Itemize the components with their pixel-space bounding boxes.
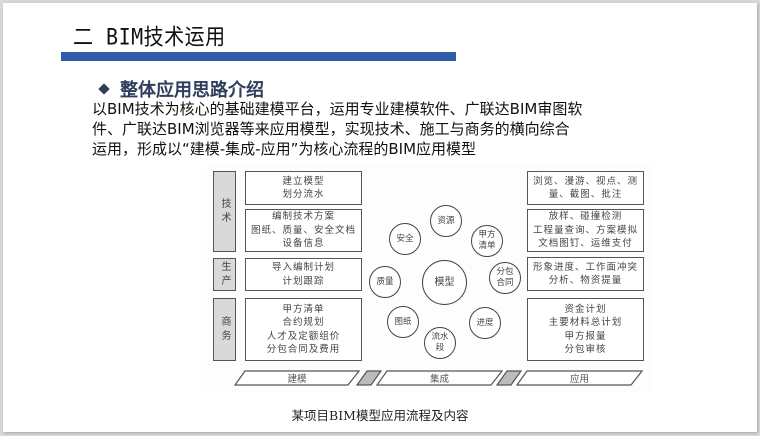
box-line: 计划跟踪 <box>282 275 325 287</box>
finance-plan-box: 资金计划 主要材料总计划 甲方报量 分包审核 <box>527 298 644 361</box>
progress-analysis-box: 形象进度、工作面冲突 分析、物资提量 <box>527 257 644 291</box>
node-label: 甲方 <box>478 230 496 240</box>
box-line: 甲方清单 <box>282 303 325 315</box>
diagram-caption: 某项目BIM模型应用流程及内容 <box>291 408 469 423</box>
box-line: 编制技术方案 <box>271 211 335 223</box>
step-connector-2 <box>496 370 522 386</box>
box-line: 浏览、漫游、视点、测 <box>532 175 638 187</box>
box-line: 分析、物资提量 <box>548 275 623 286</box>
node-label: 资源 <box>437 215 455 226</box>
box-line: 合约规划 <box>282 317 325 328</box>
category-technology: 技术 <box>213 171 236 252</box>
box-line: 甲方报量 <box>564 330 607 342</box>
model-center-node: 模型 <box>422 260 467 305</box>
node-label: 分包 <box>496 267 514 277</box>
node-label: 图纸 <box>394 316 412 327</box>
box-line: 分包合同及费用 <box>266 344 341 355</box>
slide-title: 二 BIM技术运用 <box>73 23 226 50</box>
intro-line: 以BIM技术为核心的基础建模平台，运用专业建模软件、广联达BIM审图软 <box>92 100 583 118</box>
node-label: 段 <box>435 343 445 353</box>
box-line: 文档图钉、运维支付 <box>538 238 633 250</box>
title-accent-bar <box>61 52 456 61</box>
schedule-box: 导入编制计划 计划跟踪 <box>245 258 362 291</box>
box-line: 分包审核 <box>564 344 607 355</box>
step-label: 建模 <box>287 374 307 385</box>
box-line: 形象进度、工作面冲突 <box>532 261 638 273</box>
box-line: 工程量查询、方案模拟 <box>532 224 638 236</box>
step-label: 应用 <box>569 374 589 385</box>
node-label: 质量 <box>376 276 394 287</box>
node-drawings: 图纸 <box>387 306 419 338</box>
connector-shape <box>496 370 522 386</box>
section-heading-text: 整体应用思路介绍 <box>120 80 264 101</box>
box-line: 资金计划 <box>564 303 607 315</box>
category-commerce: 商务 <box>213 298 236 361</box>
node-progress: 进度 <box>469 307 501 339</box>
box-line: 主要材料总计划 <box>548 317 623 328</box>
box-line: 设备信息 <box>282 238 325 250</box>
section-heading: 整体应用思路介绍 <box>97 76 264 102</box>
diamond-bullet-icon <box>98 83 110 95</box>
node-label: 合同 <box>496 278 514 288</box>
box-line: 建立模型 <box>282 175 325 187</box>
box-line: 人才及定额组价 <box>266 330 341 342</box>
step-connector-1 <box>356 370 382 386</box>
node-quality: 质量 <box>369 266 401 298</box>
intro-paragraph: 以BIM技术为核心的基础建模平台，运用专业建模软件、广联达BIM审图软 件、广联… <box>92 99 652 159</box>
parallelogram-shape <box>376 370 503 386</box>
commerce-input-box: 甲方清单 合约规划 人才及定额组价 分包合同及费用 <box>245 298 362 361</box>
browse-box: 浏览、漫游、视点、测 量、截图、批注 <box>527 171 644 205</box>
intro-line: 运用，形成以“建模-集成-应用”为核心流程的BIM应用模型 <box>92 140 477 158</box>
intro-line: 件、广联达BIM浏览器等来应用模型，实现技术、施工与商务的横向综合 <box>92 120 570 138</box>
box-line: 量、截图、批注 <box>548 189 623 200</box>
step-modeling: 建模 <box>234 370 360 386</box>
box-line: 放样、碰撞检测 <box>548 211 623 223</box>
node-label: 进度 <box>476 317 494 328</box>
connector-shape <box>356 370 382 386</box>
modeling-box: 建立模型 划分流水 <box>245 171 362 205</box>
step-integration: 集成 <box>376 370 503 386</box>
node-label: 清单 <box>478 241 496 251</box>
parallelogram-shape <box>234 370 360 386</box>
node-label: 流水 <box>431 332 449 342</box>
node-label: 安全 <box>396 233 414 244</box>
step-label: 集成 <box>429 374 449 385</box>
box-line: 导入编制计划 <box>271 262 335 273</box>
parallelogram-shape <box>516 370 643 386</box>
step-application: 应用 <box>516 370 643 386</box>
node-owner-bill: 甲方 清单 <box>471 225 503 257</box>
box-line: 图纸、质量、安全文档 <box>250 224 356 236</box>
box-line: 划分流水 <box>282 189 325 200</box>
node-flow-section: 流水 段 <box>424 327 456 359</box>
tech-plan-box: 编制技术方案 图纸、质量、安全文档 设备信息 <box>245 209 362 252</box>
clash-detection-box: 放样、碰撞检测 工程量查询、方案模拟 文档图钉、运维支付 <box>527 209 644 252</box>
category-production: 生产 <box>213 258 236 291</box>
node-subcontract: 分包 合同 <box>489 262 521 294</box>
node-resources: 资源 <box>430 205 462 237</box>
node-safety: 安全 <box>389 223 421 255</box>
